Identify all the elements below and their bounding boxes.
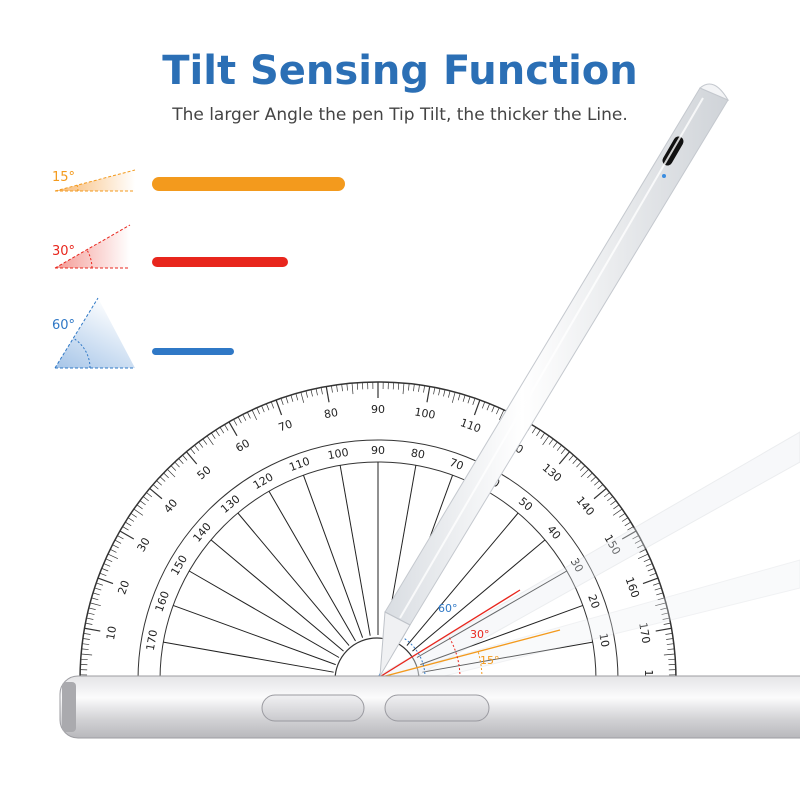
outer-scale-number: 100	[414, 405, 437, 421]
power-button-icon	[384, 694, 490, 722]
inner-scale-number: 100	[327, 446, 350, 462]
stroke-bar-60	[152, 348, 234, 355]
pen-angle-label-30: 30°	[470, 628, 490, 641]
outer-scale-number: 30	[135, 535, 153, 554]
angle-triangle-60-icon	[54, 297, 135, 369]
page-subtitle: The larger Angle the pen Tip Tilt, the t…	[172, 105, 628, 125]
outer-scale-number: 170	[636, 622, 652, 645]
inner-scale-number: 170	[144, 629, 160, 652]
stroke-bar-30	[152, 257, 288, 267]
tablet-device-icon	[59, 675, 800, 739]
outer-scale-number: 90	[371, 403, 385, 416]
angle-triangle-15-icon	[54, 169, 136, 192]
inner-scale-number: 30	[568, 556, 586, 575]
inner-scale-number: 20	[585, 593, 602, 611]
outer-scale-number: 80	[323, 406, 339, 421]
volume-button-icon	[261, 694, 365, 722]
inner-scale-number: 90	[371, 444, 385, 457]
pen-angle-label-60: 60°	[438, 602, 458, 615]
inner-scale-number: 10	[596, 632, 611, 648]
angle-label-30: 30°	[52, 244, 76, 259]
outer-scale-number: 60	[233, 437, 252, 455]
stroke-bar-15	[152, 177, 345, 191]
protractor-icon: 1020304050607080901001101201301401501601…	[79, 381, 677, 691]
outer-scale-number: 70	[277, 417, 295, 434]
page-title: Tilt Sensing Function	[162, 48, 638, 94]
angle-label-60: 60°	[52, 318, 76, 333]
inner-scale-number: 80	[410, 446, 426, 461]
outer-scale-number: 10	[104, 625, 119, 641]
pen-angle-label-15: 15°	[480, 654, 500, 667]
inner-scale-number: 70	[448, 456, 466, 473]
angle-triangle-30-icon	[54, 224, 131, 269]
angle-label-15: 15°	[52, 170, 76, 185]
pen-stylus-icon	[379, 83, 730, 677]
outer-scale-number: 20	[115, 579, 132, 597]
